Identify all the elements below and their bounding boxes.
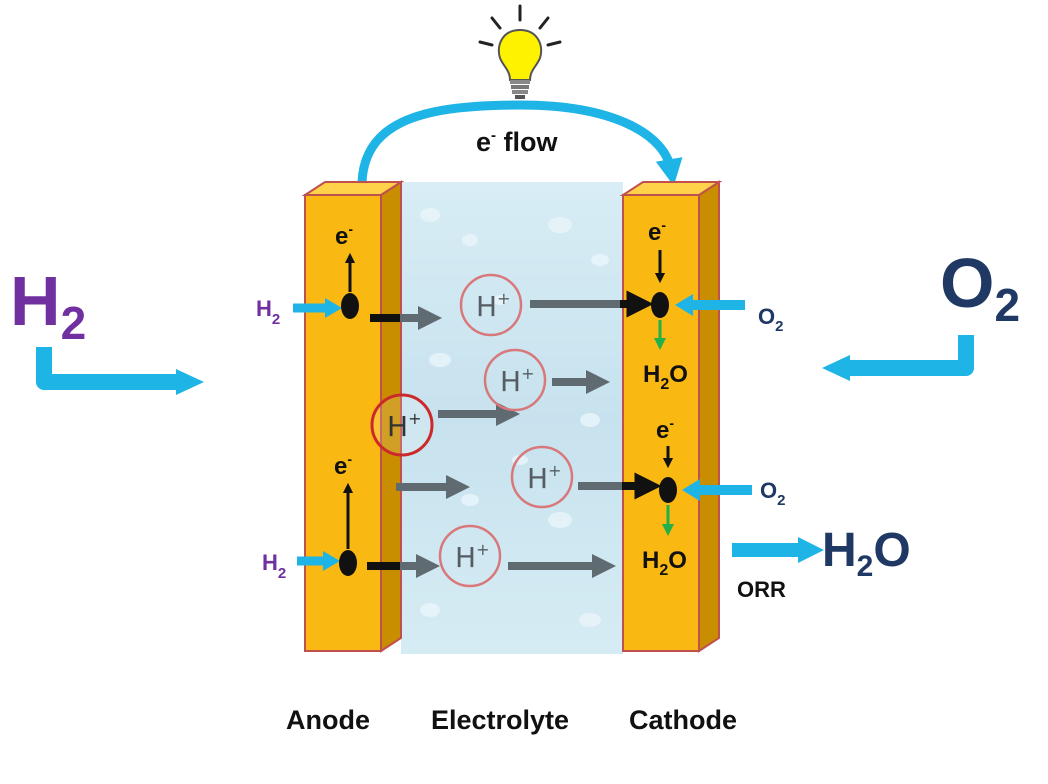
light-bulb-icon — [478, 4, 562, 99]
electron-dot — [339, 550, 357, 576]
electron-label: e- — [335, 221, 353, 250]
anode-site-top: H2 e- — [256, 221, 442, 330]
electron-flow-label: e- flow — [476, 127, 559, 157]
anode-label: Anode — [286, 705, 370, 735]
proton-ion: H+ — [459, 273, 523, 337]
svg-text:O2: O2 — [758, 304, 783, 335]
electron-label: e- — [334, 451, 352, 480]
svg-text:H+: H+ — [500, 364, 534, 398]
electron-label: e- — [656, 415, 674, 444]
svg-text:H+: H+ — [387, 409, 421, 443]
proton-ion: H+ — [370, 393, 434, 457]
proton-ion: H+ — [438, 524, 502, 588]
water-label: H2O — [642, 547, 687, 579]
proton-ion: H+ — [483, 348, 547, 412]
electron-dot — [651, 292, 669, 318]
cathode-site-bottom: e- O2 H2O — [642, 415, 785, 579]
product-water-label: H2O — [822, 524, 911, 583]
cathode-label: Cathode — [629, 705, 737, 735]
svg-text:O2: O2 — [760, 478, 785, 509]
reaction-label: ORR — [737, 577, 786, 602]
svg-text:H2: H2 — [262, 550, 286, 582]
proton-ion: H+ — [510, 445, 574, 509]
hydrogen-inlet-arrow — [36, 347, 204, 395]
hydrogen-inlet-label: H2 — [10, 262, 86, 349]
anode-electrode — [301, 180, 405, 653]
water-label: H2O — [643, 361, 688, 393]
svg-text:H2: H2 — [256, 296, 280, 328]
proton-flow-arrows — [396, 290, 662, 578]
anode-site-bottom: H2 e- — [262, 451, 440, 582]
electron-label: e- — [648, 217, 666, 246]
electrolyte-region — [401, 182, 623, 654]
svg-text:H+: H+ — [527, 461, 561, 495]
electron-flow-arc — [357, 100, 683, 187]
electron-dot — [659, 477, 677, 503]
oxygen-inlet-label: O2 — [940, 244, 1020, 331]
cathode-site-top: e- O2 H2O — [643, 217, 783, 393]
svg-text:H+: H+ — [476, 289, 510, 323]
electron-dot — [341, 293, 359, 319]
svg-text:H+: H+ — [455, 540, 489, 574]
oxygen-inlet-arrow — [822, 335, 974, 381]
water-outlet-arrow — [732, 537, 824, 563]
electrolyte-label: Electrolyte — [431, 705, 569, 735]
